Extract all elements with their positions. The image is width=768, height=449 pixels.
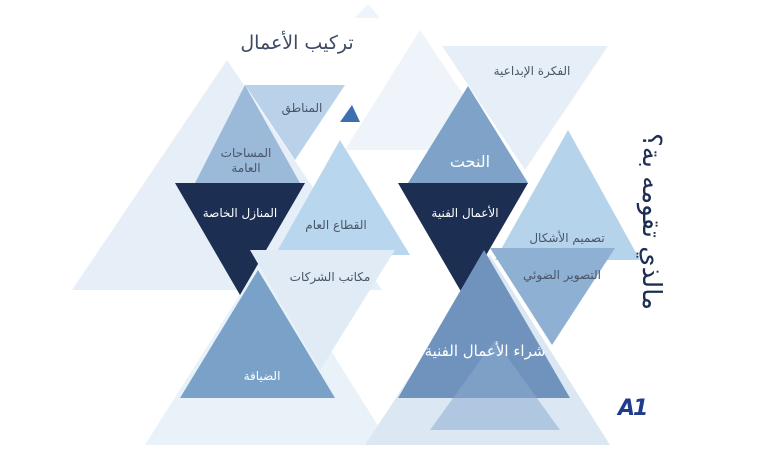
right-triangle-shape-design (495, 130, 640, 260)
label-shape-design: تصميم الأشكال (529, 231, 605, 245)
left-triangle-offices (250, 250, 395, 370)
label-areas: المناطق (281, 101, 323, 115)
label-private-homes: المنازل الخاصة (202, 206, 278, 220)
a1-logo: A1 (618, 396, 648, 421)
left-triangle-public-sector (275, 140, 410, 255)
label-company-offices: مكاتب الشركات (289, 270, 371, 284)
label-buy-artworks: شراء الأعمال الفنية (424, 342, 546, 360)
right-triangle-sculpture (408, 86, 528, 183)
left-triangle-areas (245, 85, 345, 160)
section-title-compositions: تركيب الأعمال (240, 32, 354, 54)
label-creative-idea: الفكرة الإبداعية (493, 64, 571, 78)
label-hospitality: الضيافة (243, 369, 281, 383)
label-photography: التصوير الضوئي (523, 268, 601, 282)
label-public-spaces: المساحات العامة (220, 146, 272, 175)
right-triangle-buy-artworks (398, 250, 570, 398)
bg-triangle-right-top (442, 46, 608, 170)
left-triangle-private-homes (175, 183, 305, 295)
right-triangle-photography (490, 248, 615, 345)
label-sculpture: النحت (449, 152, 491, 171)
side-vertical-title: مالذي تقومه بة؟ (636, 133, 666, 310)
left-triangle-hospitality (180, 270, 335, 398)
label-public-sector: القطاع العام (305, 218, 367, 232)
accent-small-triangle (340, 105, 360, 122)
left-triangle-public-spaces (195, 85, 300, 183)
label-artworks: الأعمال الفنية (431, 206, 499, 220)
bg-triangle-top-small (355, 4, 380, 18)
right-triangle-bottom-fill (430, 340, 560, 430)
right-triangle-artworks (398, 183, 528, 295)
